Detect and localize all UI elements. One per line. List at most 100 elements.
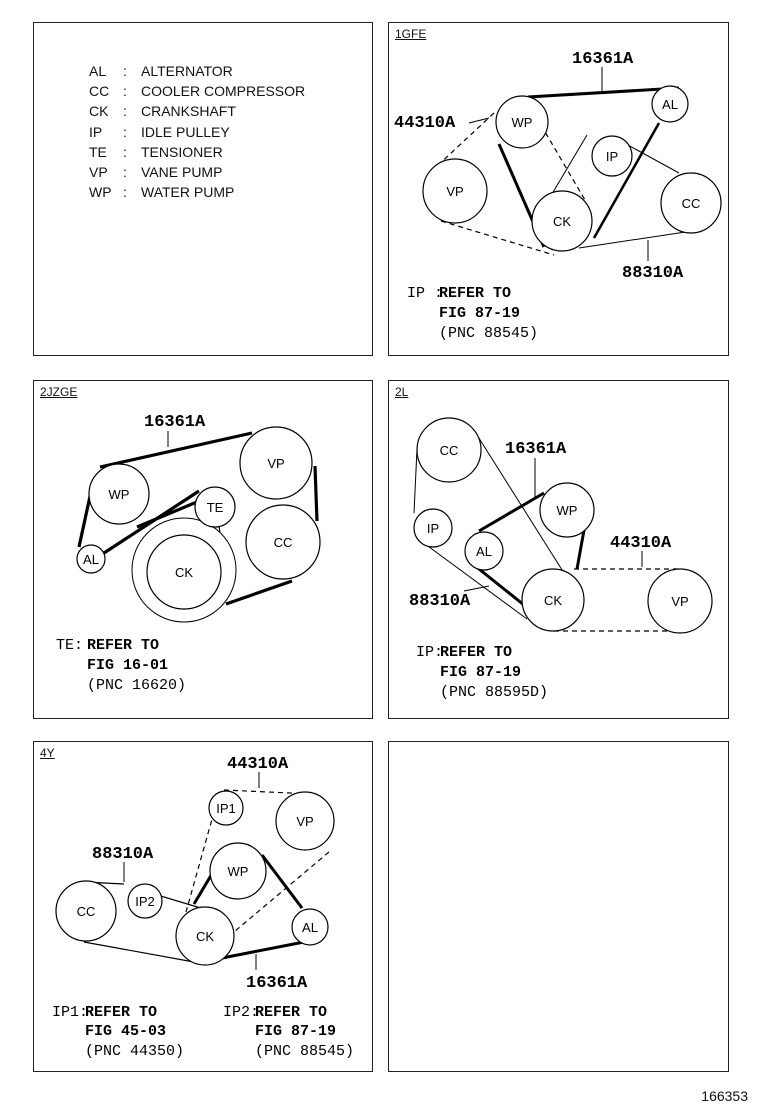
note-line: REFER TO bbox=[439, 285, 511, 302]
pulley-ck bbox=[175, 906, 235, 966]
panel-2l: 2L CC IP WP AL CK VP 16361A 44310A 88310… bbox=[388, 380, 729, 719]
pulley-te bbox=[194, 486, 236, 528]
pulley-label: IP1 bbox=[216, 801, 236, 816]
belt-44310a bbox=[185, 811, 215, 913]
legend-row: WP:WATER PUMP bbox=[89, 184, 235, 201]
panel-4y: 4Y IP1 VP WP CC IP2 CK AL 44310A 88310A … bbox=[33, 741, 373, 1072]
part-number: 44310A bbox=[394, 114, 456, 133]
note-prefix: IP : bbox=[407, 285, 443, 302]
part-number: 44310A bbox=[227, 755, 289, 774]
note-line: REFER TO bbox=[255, 1004, 327, 1021]
pulley-label: WP bbox=[557, 503, 578, 518]
pulley-ip2 bbox=[127, 883, 163, 919]
pulley-wp bbox=[88, 463, 150, 525]
legend-panel: AL:ALTERNATOR CC:COOLER COMPRESSOR CK:CR… bbox=[33, 22, 373, 356]
pulley-ip bbox=[413, 508, 453, 548]
note-line: FIG 45-03 bbox=[85, 1023, 166, 1040]
note-line: FIG 87-19 bbox=[440, 664, 521, 681]
part-number: 16361A bbox=[572, 50, 634, 69]
pulley-label: TE bbox=[207, 500, 224, 515]
part-number: 88310A bbox=[409, 592, 471, 611]
belt-88310a bbox=[548, 134, 588, 200]
belt-16361a bbox=[136, 497, 205, 529]
pulley-wp bbox=[209, 842, 267, 900]
note-prefix: TE: bbox=[56, 637, 83, 654]
pulley-label: CC bbox=[440, 443, 459, 458]
engine-tag: 1GFE bbox=[395, 27, 427, 41]
legend-list: AL:ALTERNATOR CC:COOLER COMPRESSOR CK:CR… bbox=[89, 61, 305, 202]
note-prefix: IP2: bbox=[223, 1004, 259, 1021]
note-line: REFER TO bbox=[85, 1004, 157, 1021]
pulley-label: VP bbox=[296, 814, 313, 829]
engine-tag: 2JZGE bbox=[40, 385, 78, 399]
legend-row: CK:CRANKSHAFT bbox=[89, 103, 236, 120]
pulley-label: CC bbox=[77, 904, 96, 919]
pulley-label: WP bbox=[512, 115, 533, 130]
belt-16361a bbox=[527, 86, 680, 99]
engine-tag: 4Y bbox=[40, 746, 55, 760]
part-number: 16361A bbox=[144, 413, 206, 432]
belt-16361a bbox=[225, 579, 293, 606]
pulley-label: CC bbox=[682, 196, 701, 211]
belt-88310a bbox=[413, 448, 418, 514]
note-line: (PNC 88545) bbox=[255, 1043, 354, 1060]
note-line: (PNC 88545) bbox=[439, 325, 538, 342]
pulley-ck bbox=[531, 190, 593, 252]
pulley-label: AL bbox=[662, 97, 678, 112]
pulley-label: CK bbox=[553, 214, 571, 229]
part-number: 88310A bbox=[92, 845, 154, 864]
panel-1gfe: 1GFE WP AL IP VP CK CC 16361A 44310A 883… bbox=[388, 22, 729, 356]
engine-tag: 2L bbox=[395, 385, 409, 399]
panel-2jzge: 2JZGE WP VP TE AL CK CC 16361A TE: REFER… bbox=[33, 380, 373, 719]
note-line: REFER TO bbox=[440, 644, 512, 661]
pulley-cc bbox=[416, 417, 482, 483]
belt-44310a bbox=[433, 112, 495, 170]
pulley-label: VP bbox=[671, 594, 688, 609]
note-prefix: IP: bbox=[416, 644, 443, 661]
pulley-al bbox=[651, 85, 689, 123]
pulley-label: VP bbox=[446, 184, 463, 199]
belt-diagram-2jzge: WP VP TE AL CK CC 16361A TE: REFER TO FI… bbox=[56, 413, 321, 694]
pulley-label: CC bbox=[274, 535, 293, 550]
pulley-vp bbox=[647, 568, 713, 634]
pulley-cc bbox=[245, 504, 321, 580]
note-line: FIG 87-19 bbox=[255, 1023, 336, 1040]
belt-88310a bbox=[578, 230, 693, 249]
belt-16361a bbox=[478, 491, 545, 533]
belt-16361a bbox=[211, 940, 305, 962]
belt-88310a bbox=[420, 540, 528, 620]
belt-diagram-4y: IP1 VP WP CC IP2 CK AL 44310A 88310A 163… bbox=[52, 755, 354, 1060]
belt-88310a bbox=[476, 434, 570, 582]
note-line: FIG 87-19 bbox=[439, 305, 520, 322]
pulley-label: WP bbox=[228, 864, 249, 879]
note-line: FIG 16-01 bbox=[87, 657, 168, 674]
pulley-al bbox=[76, 544, 106, 574]
pulley-wp bbox=[539, 482, 595, 538]
pulley-label: CK bbox=[175, 565, 193, 580]
part-number: 88310A bbox=[622, 264, 684, 283]
belt-88310a bbox=[83, 941, 195, 963]
pulley-ip1 bbox=[208, 790, 244, 826]
pulley-label: AL bbox=[302, 920, 318, 935]
belt-16361a bbox=[592, 122, 661, 239]
pulley-label: AL bbox=[83, 552, 99, 567]
leader-line bbox=[463, 585, 490, 592]
pulley-ip bbox=[591, 135, 633, 177]
pulley-label: IP bbox=[606, 149, 618, 164]
pulley-label: CK bbox=[544, 593, 562, 608]
pulley-vp bbox=[239, 426, 313, 500]
pulley-vp bbox=[275, 791, 335, 851]
legend-row: TE:TENSIONER bbox=[89, 143, 223, 160]
pulley-al bbox=[464, 531, 504, 571]
belt-44310a bbox=[540, 124, 586, 201]
pulley-al bbox=[291, 908, 329, 946]
belt-diagram-1gfe: WP AL IP VP CK CC 16361A 44310A 88310A I… bbox=[394, 50, 722, 342]
legend-row: VP:VANE PUMP bbox=[89, 164, 223, 181]
pulley-vp bbox=[422, 158, 488, 224]
legend-row: AL:ALTERNATOR bbox=[89, 63, 233, 79]
pulley-label: CK bbox=[196, 929, 214, 944]
pulley-label: AL bbox=[476, 544, 492, 559]
belt-16361a bbox=[99, 431, 253, 469]
empty-panel bbox=[388, 741, 729, 1072]
pulley-wp bbox=[495, 95, 549, 149]
